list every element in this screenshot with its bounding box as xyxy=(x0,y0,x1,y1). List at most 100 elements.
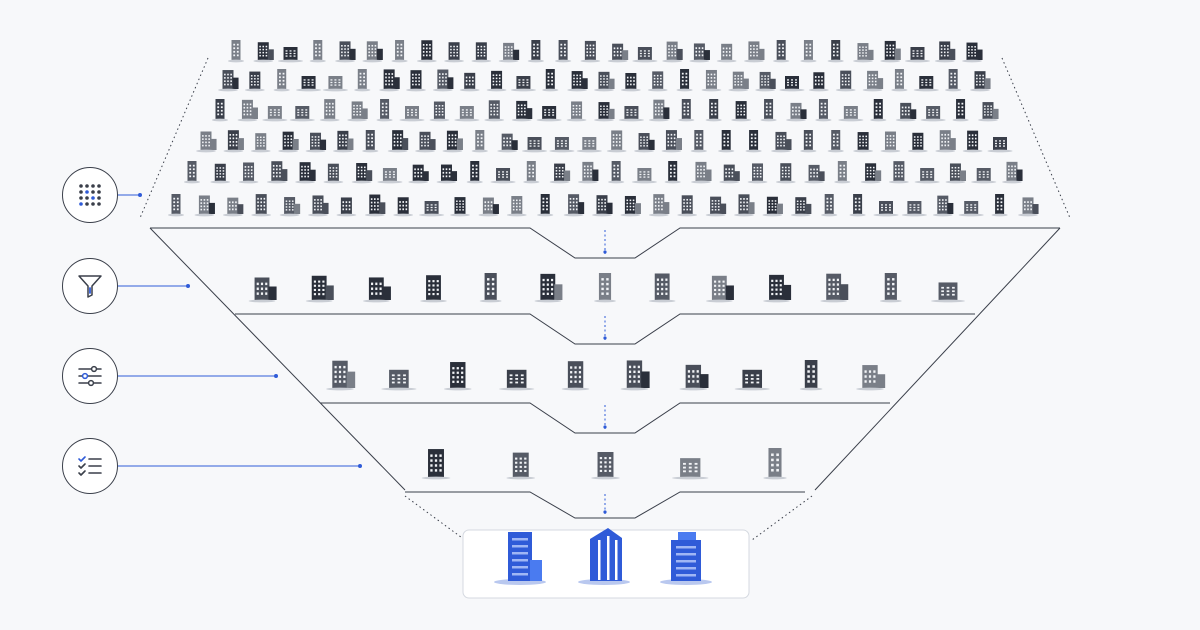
sliders-icon xyxy=(62,348,118,404)
building-icon xyxy=(563,194,585,217)
building-icon xyxy=(800,40,817,63)
building-icon xyxy=(786,102,807,122)
building-icon xyxy=(815,99,832,122)
building-icon xyxy=(253,42,274,63)
building-icon xyxy=(536,106,562,122)
building-icon xyxy=(490,168,516,184)
building-icon xyxy=(705,275,734,303)
building-icon xyxy=(771,131,792,153)
stage-separator xyxy=(235,313,975,345)
building-icon xyxy=(351,163,373,184)
building-icon xyxy=(319,99,340,122)
building-icon xyxy=(779,76,805,92)
building-icon xyxy=(880,131,901,153)
building-icon xyxy=(309,40,326,63)
building-icon xyxy=(891,69,908,92)
building-icon xyxy=(978,102,999,122)
building-icon xyxy=(971,168,997,184)
drop-dot xyxy=(603,250,607,254)
building-icon xyxy=(594,102,615,122)
building-icon xyxy=(620,360,650,391)
outline-bottom-right xyxy=(751,495,813,541)
building-icon xyxy=(907,132,928,153)
building-icon xyxy=(486,70,507,92)
building-icon xyxy=(561,361,590,391)
building-icon xyxy=(499,369,535,391)
building-icon xyxy=(295,76,322,92)
building-icon xyxy=(862,70,884,92)
building-icon xyxy=(506,452,536,480)
building-icon xyxy=(416,40,437,63)
building-icon xyxy=(450,197,470,217)
building-icon xyxy=(262,106,288,122)
building-icon xyxy=(498,42,520,63)
stage-link-dot xyxy=(274,374,278,378)
building-icon xyxy=(716,43,737,63)
building-icon xyxy=(755,71,776,92)
building-icon xyxy=(277,47,304,63)
building-icon xyxy=(336,197,357,217)
building-icon xyxy=(648,273,676,303)
building-icon xyxy=(962,130,983,153)
building-icon xyxy=(323,163,344,184)
drop-dot xyxy=(603,425,607,429)
building-icon xyxy=(835,70,856,92)
building-icon xyxy=(880,40,901,63)
building-icon xyxy=(471,42,492,63)
building-icon xyxy=(689,43,710,63)
building-icon xyxy=(800,130,817,153)
building-icon xyxy=(705,99,722,122)
result-building-icon xyxy=(578,528,630,585)
building-icon xyxy=(970,71,991,92)
building-icon xyxy=(744,41,765,63)
building-icon xyxy=(444,42,464,63)
building-icon xyxy=(734,369,770,391)
building-icon xyxy=(920,106,946,122)
building-icon xyxy=(436,164,458,184)
building-icon xyxy=(442,130,463,153)
building-icon xyxy=(238,162,259,184)
building-icon xyxy=(484,100,505,122)
drop-dot xyxy=(603,336,607,340)
building-icon xyxy=(821,194,838,217)
building-icon xyxy=(664,161,681,184)
building-icon xyxy=(895,102,917,122)
building-icon xyxy=(542,69,559,92)
building-icon xyxy=(648,194,670,217)
building-grid xyxy=(167,40,1039,585)
stage-link-dot xyxy=(186,284,190,288)
building-icon xyxy=(332,130,354,153)
building-icon xyxy=(620,72,641,92)
building-icon xyxy=(620,195,641,217)
building-icon xyxy=(223,130,244,153)
building-icon xyxy=(820,273,849,303)
building-icon xyxy=(762,196,783,217)
building-icon xyxy=(661,130,682,153)
building-icon xyxy=(295,162,316,184)
checklist-icon xyxy=(62,438,118,494)
building-icon xyxy=(266,161,288,184)
building-icon xyxy=(747,163,768,184)
building-icon xyxy=(853,132,874,153)
building-icon xyxy=(606,130,627,153)
building-icon xyxy=(608,161,625,184)
building-icon xyxy=(775,163,796,184)
building-icon xyxy=(527,40,544,63)
building-icon xyxy=(790,197,812,217)
stage-separator xyxy=(320,402,890,434)
building-icon xyxy=(945,69,962,92)
building-icon xyxy=(227,40,245,63)
building-icon xyxy=(322,76,349,92)
building-icon xyxy=(888,161,909,184)
building-icon xyxy=(408,164,429,184)
building-icon xyxy=(354,69,371,92)
building-icon xyxy=(577,161,599,184)
grid-dots-icon xyxy=(62,167,118,223)
building-icon xyxy=(399,106,425,122)
building-icon xyxy=(376,99,393,122)
outline-side-right xyxy=(814,227,1061,491)
building-icon xyxy=(607,43,629,63)
building-icon xyxy=(521,137,548,153)
building-icon xyxy=(945,163,966,184)
building-icon xyxy=(773,40,790,63)
